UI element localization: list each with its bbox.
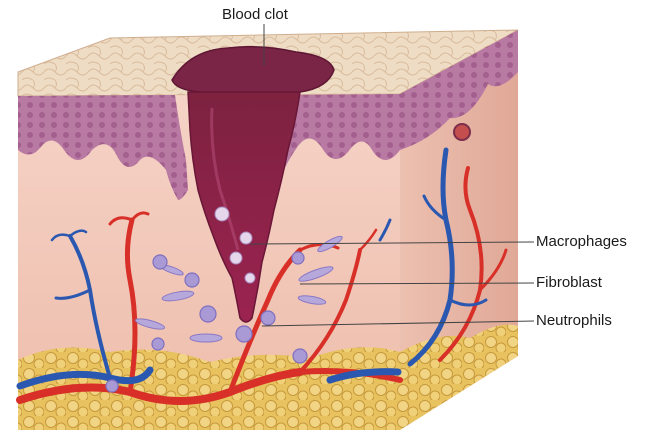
hair-follicle	[454, 124, 470, 140]
label-fibroblast: Fibroblast	[536, 274, 602, 292]
label-blood-clot: Blood clot	[222, 6, 288, 24]
label-macrophages: Macrophages	[536, 233, 627, 251]
label-neutrophils: Neutrophils	[536, 312, 612, 330]
